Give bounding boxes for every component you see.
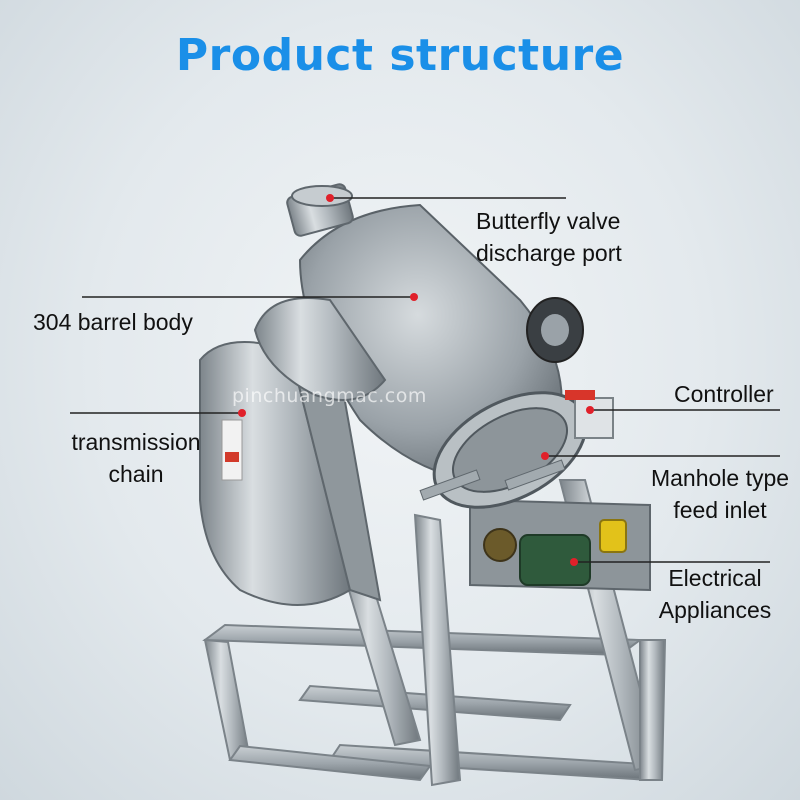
label-electrical-line2: Appliances xyxy=(658,597,772,623)
leader-lines xyxy=(70,197,780,563)
marker-transmission-chain xyxy=(238,409,246,417)
watermark: pinchuangmac.com xyxy=(232,385,427,407)
label-manhole-inlet-line1: Manhole type xyxy=(650,465,790,491)
barrel-body xyxy=(253,203,588,509)
label-butterfly-valve-line1: Butterfly valve xyxy=(476,208,621,234)
marker-butterfly-valve xyxy=(326,194,334,202)
page-title: Product structure xyxy=(175,30,625,81)
markers xyxy=(238,194,594,566)
label-controller-line1: Controller xyxy=(674,381,774,407)
butterfly-valve xyxy=(286,183,354,237)
right-bearing xyxy=(526,297,584,363)
motor-assembly xyxy=(469,498,651,592)
label-controller: Controller xyxy=(674,378,774,410)
marker-controller xyxy=(586,406,594,414)
label-transmission-chain-line2: chain xyxy=(108,461,164,487)
label-butterfly-valve-line2: discharge port xyxy=(476,240,622,266)
marker-manhole-inlet xyxy=(541,452,549,460)
label-barrel-body-line1: 304 barrel body xyxy=(33,309,193,335)
marker-barrel-body xyxy=(410,293,418,301)
controller-box xyxy=(565,390,614,439)
label-electrical: Electrical Appliances xyxy=(650,562,780,626)
label-butterfly-valve: Butterfly valve discharge port xyxy=(476,205,622,269)
label-barrel-body: 304 barrel body xyxy=(33,306,193,338)
label-electrical-line1: Electrical xyxy=(668,565,762,591)
label-transmission-chain: transmission chain xyxy=(64,426,208,490)
label-manhole-inlet: Manhole type feed inlet xyxy=(645,462,795,526)
transmission-cover xyxy=(199,341,382,606)
marker-electrical xyxy=(570,558,578,566)
label-manhole-inlet-line2: feed inlet xyxy=(673,497,767,523)
label-transmission-chain-line1: transmission xyxy=(71,429,201,455)
